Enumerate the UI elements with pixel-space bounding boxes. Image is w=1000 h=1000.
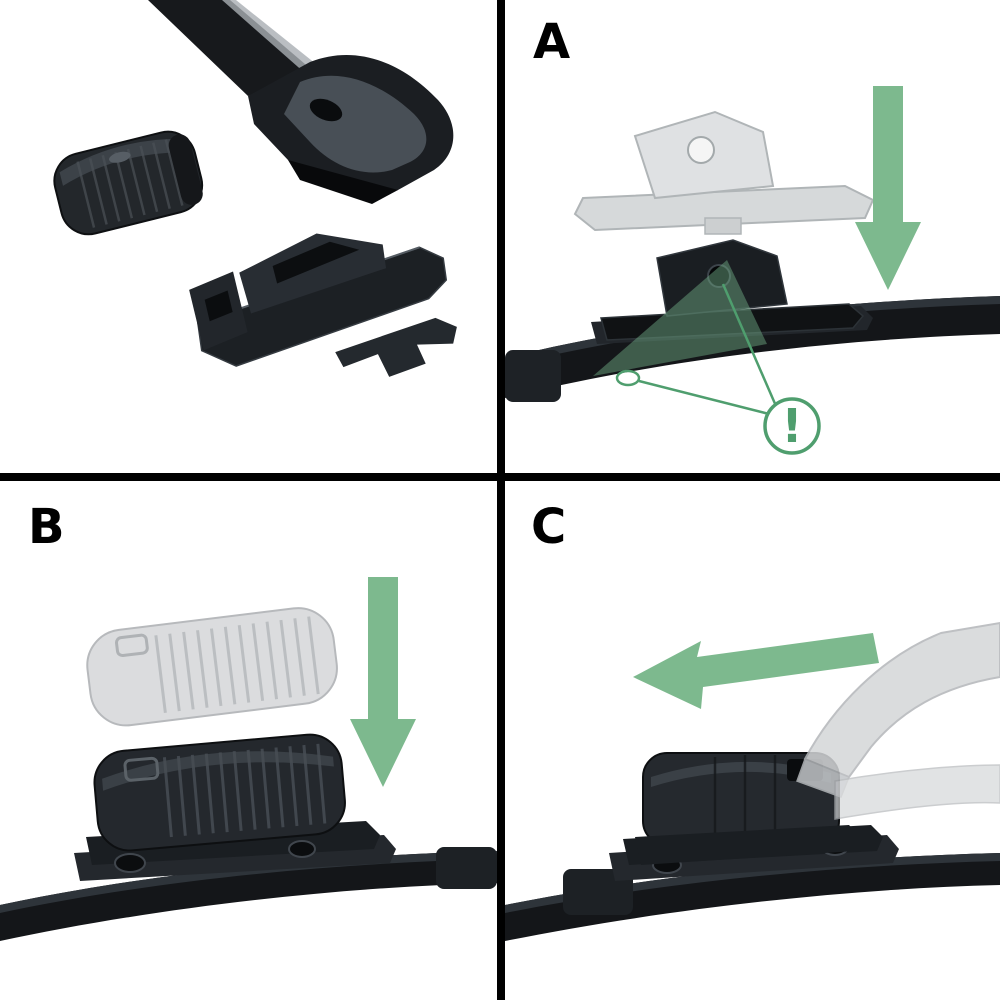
ghost-wiper-arm-illustration [796,621,1000,820]
panel-step-a: ! A [505,0,1000,473]
cap-on-adapter-illustration [93,733,346,852]
panel-a-label: A [533,14,571,70]
arrow-down-icon [855,86,921,290]
warning-exclamation: ! [782,399,803,453]
panel-step-b: B [0,481,497,1000]
panel-parts-overview [0,0,497,473]
panel-c-label: C [531,499,567,555]
horizontal-divider [0,473,1000,481]
step-b-illustration [0,577,497,941]
arrow-down-icon [350,577,416,787]
callout-point-icon [615,369,641,387]
vertical-divider [497,0,505,1000]
ghost-cap-illustration [86,607,338,727]
panel-step-c: C [505,481,1000,1000]
panel-b-label: B [28,499,65,555]
step-a-illustration: ! [505,86,1000,455]
wiper-arm-hook-illustration [148,0,454,204]
cover-cap-illustration [53,130,204,236]
cap-side-illustration [635,752,861,865]
adapter-on-blade-illustration [600,239,865,341]
arrow-left-icon [633,633,879,709]
warning-callout: ! [615,283,821,455]
adapter-illustration [189,233,457,377]
step-c-illustration [505,621,1000,941]
ghost-adapter-illustration [573,110,875,235]
wiper-blade-illustration [0,847,497,941]
parts-illustration [53,0,457,377]
highlight-region [593,260,767,376]
exclamation-circle-icon [763,397,821,455]
